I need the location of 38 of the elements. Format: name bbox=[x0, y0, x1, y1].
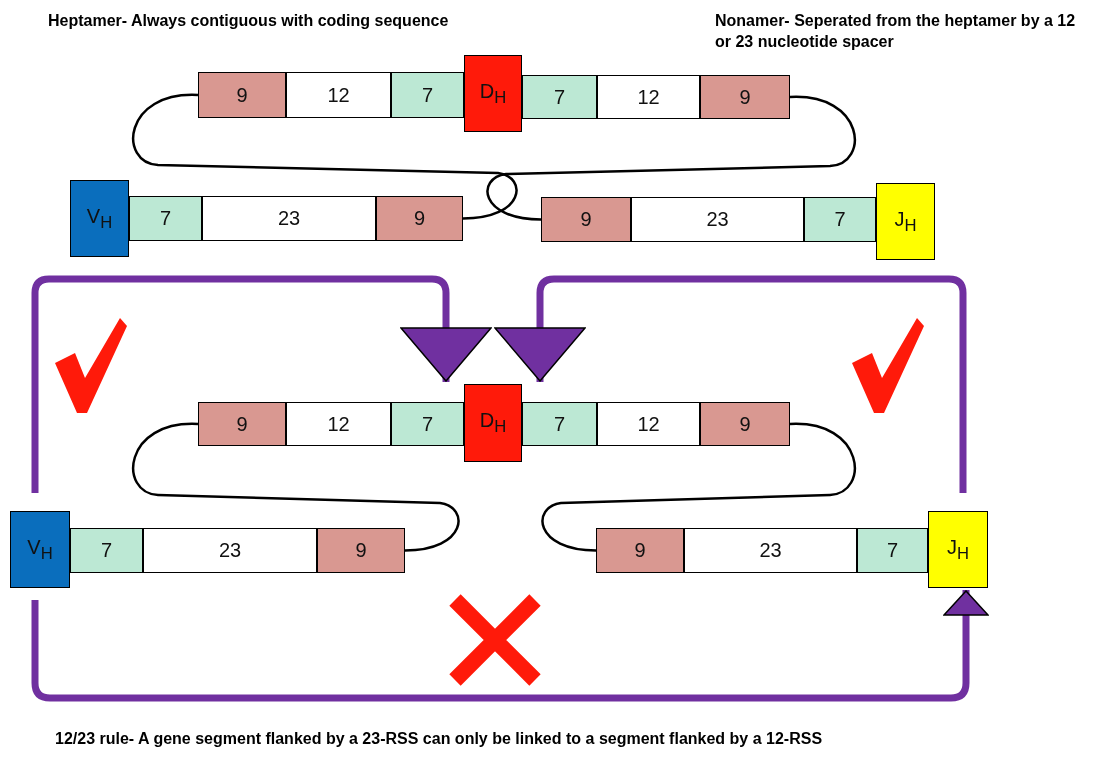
heptamer-segment: 7 bbox=[391, 72, 464, 118]
gene-segment: D$_{H}$ bbox=[464, 55, 522, 132]
spacer-segment: 23 bbox=[202, 196, 376, 241]
nonamer-segment: 9 bbox=[700, 75, 790, 119]
connector-line bbox=[486, 95, 856, 221]
nonamer-segment: 9 bbox=[541, 197, 631, 242]
caption: 12/23 rule- A gene segment flanked by a 23-RSS can only be linked to a segment flanked by a 12-RSS bbox=[55, 729, 823, 749]
spacer-segment: 12 bbox=[597, 75, 700, 119]
nonamer-segment: 9 bbox=[198, 72, 286, 118]
connector-line bbox=[541, 422, 856, 552]
gene-segment: V$_{H}$ bbox=[70, 180, 129, 257]
spacer-segment: 12 bbox=[597, 402, 700, 446]
nonamer-segment: 9 bbox=[317, 528, 405, 573]
spacer-segment: 12 bbox=[286, 402, 391, 446]
spacer-segment: 23 bbox=[631, 197, 804, 242]
nonamer-segment: 9 bbox=[376, 196, 463, 241]
heptamer-segment: 7 bbox=[391, 402, 464, 446]
gene-segment: V$_{H}$ bbox=[10, 511, 70, 588]
spacer-segment: 23 bbox=[684, 528, 857, 573]
spacer-segment: 12 bbox=[286, 72, 391, 118]
thick-arrow bbox=[31, 590, 989, 702]
nonamer-segment: 9 bbox=[596, 528, 684, 573]
nonamer-segment: 9 bbox=[700, 402, 790, 446]
connector-line bbox=[132, 422, 460, 552]
note-text: Heptamer- Always contiguous with coding sequence bbox=[48, 11, 450, 31]
heptamer-segment: 7 bbox=[857, 528, 928, 573]
heptamer-segment: 7 bbox=[522, 75, 597, 119]
gene-segment: J$_{H}$ bbox=[876, 183, 935, 260]
nonamer-segment: 9 bbox=[198, 402, 286, 446]
heptamer-segment: 7 bbox=[70, 528, 143, 573]
gene-segment: J$_{H}$ bbox=[928, 511, 988, 588]
connector-line bbox=[132, 93, 518, 220]
spacer-segment: 23 bbox=[143, 528, 317, 573]
gene-segment: D$_{H}$ bbox=[464, 384, 522, 462]
note-text: Nonamer- Seperated from the heptamer by a 12 or 23 nucleotide spacer bbox=[715, 11, 1077, 52]
heptamer-segment: 7 bbox=[129, 196, 202, 241]
heptamer-segment: 7 bbox=[522, 402, 597, 446]
heptamer-segment: 7 bbox=[804, 197, 876, 242]
